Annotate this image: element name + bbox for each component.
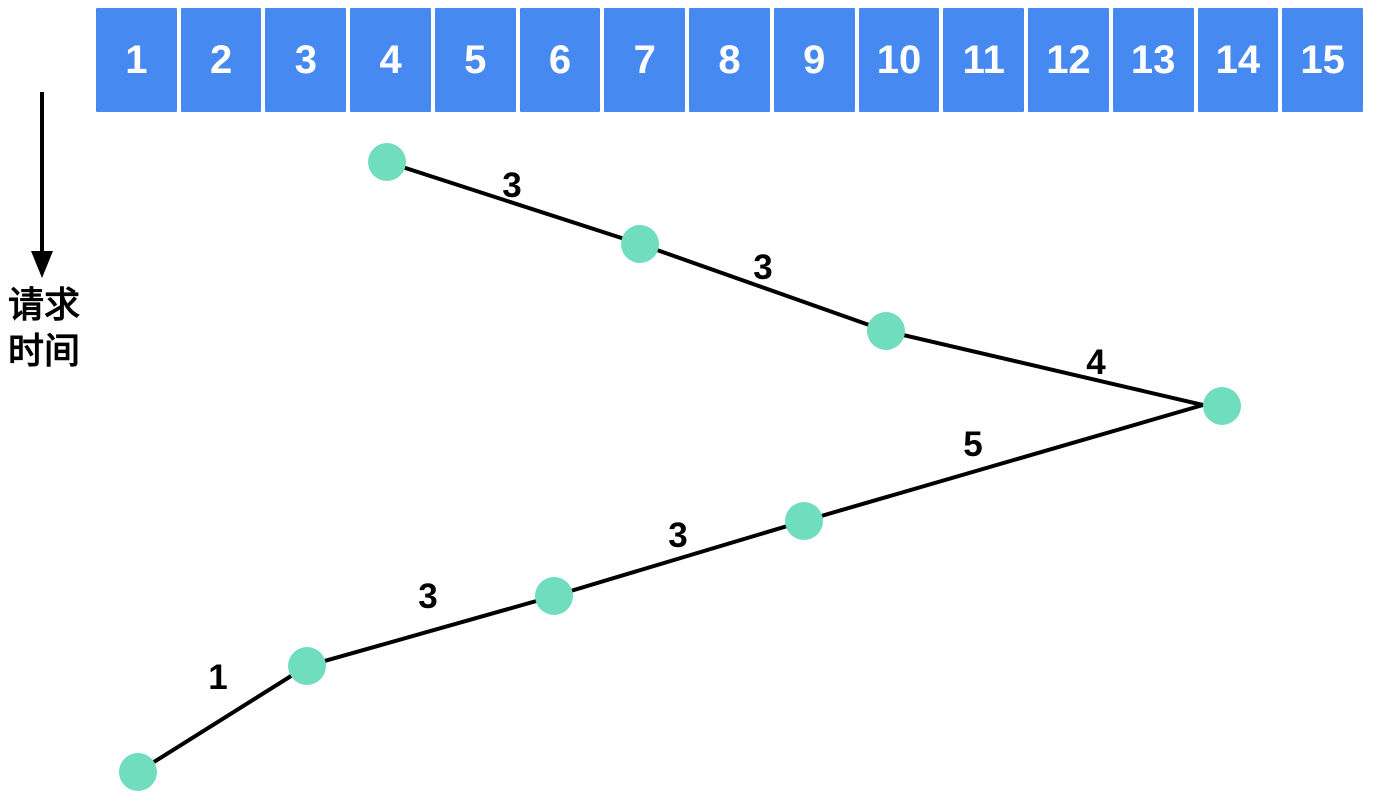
request-path-line <box>136 160 1211 774</box>
timeline-cell-9: 9 <box>773 8 855 112</box>
down-arrow-icon <box>31 92 53 278</box>
edge-weight-label-5: 3 <box>668 516 687 555</box>
timeline-cell-11: 11 <box>943 8 1025 112</box>
request-node-3 <box>867 312 905 350</box>
timeline-cell-3: 3 <box>265 8 347 112</box>
request-node-5 <box>785 502 823 540</box>
timeline-cell-1: 1 <box>96 8 177 112</box>
timeline-cell-15: 15 <box>1282 8 1364 112</box>
timeline-cell-13: 13 <box>1112 8 1194 112</box>
time-axis-label: 请求 时间 <box>8 282 80 374</box>
edge-weight-label-1: 3 <box>502 166 521 205</box>
request-node-1 <box>368 143 406 181</box>
edge-weight-label-4: 5 <box>963 425 982 464</box>
edge-weight-label-7: 1 <box>208 658 227 697</box>
timeline-cell-14: 14 <box>1197 8 1279 112</box>
timeline-cell-7: 7 <box>604 8 686 112</box>
timeline-cell-10: 10 <box>858 8 940 112</box>
request-node-8 <box>119 753 157 791</box>
request-node-4 <box>1203 387 1241 425</box>
edge-weight-label-6: 3 <box>418 577 437 616</box>
edge-weight-label-2: 3 <box>753 248 772 287</box>
timeline-cell-12: 12 <box>1028 8 1109 112</box>
timeline-cell-4: 4 <box>350 8 431 112</box>
edge-weight-label-3: 4 <box>1086 343 1106 382</box>
time-axis-label-line1: 请求 <box>8 284 81 325</box>
timeline-cell-5: 5 <box>434 8 516 112</box>
timeline-cell-6: 6 <box>519 8 601 112</box>
timeline-cell-2: 2 <box>180 8 262 112</box>
request-node-2 <box>621 225 659 263</box>
timeline-cell-8: 8 <box>689 8 770 112</box>
time-axis-label-line2: 时间 <box>8 330 81 371</box>
request-node-6 <box>535 577 573 615</box>
request-node-7 <box>288 647 326 685</box>
